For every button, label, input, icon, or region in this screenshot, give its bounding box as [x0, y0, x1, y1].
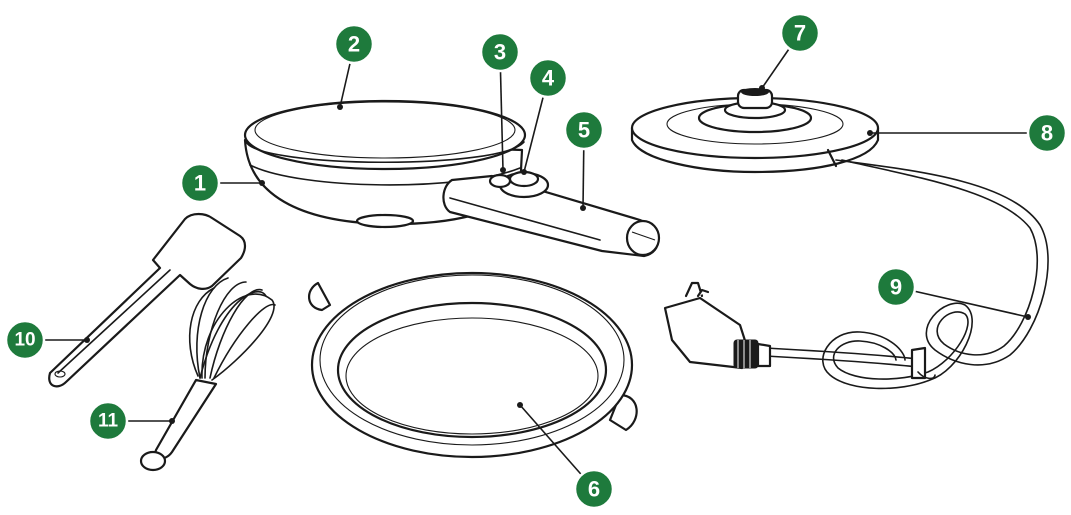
callout-badge-2: 2	[333, 23, 375, 65]
callout-badge-7: 7	[779, 12, 821, 54]
callout-badge-9: 9	[875, 266, 917, 308]
callout-number: 7	[794, 21, 806, 46]
pan-foot	[355, 213, 415, 229]
pan-assembly	[243, 99, 661, 258]
callout-number: 3	[494, 40, 506, 65]
callout-number: 8	[1041, 121, 1053, 146]
indicator-light-shape	[488, 173, 512, 189]
handle-end-cap	[625, 219, 661, 257]
handle-shape	[442, 174, 659, 258]
cord-drawing	[663, 148, 1049, 390]
callout-number: 4	[542, 66, 555, 91]
whisk-drawing	[139, 277, 276, 472]
callout-number: 1	[194, 171, 206, 196]
callout-number: 10	[14, 330, 35, 351]
callout-number: 9	[890, 275, 902, 300]
callout-badge-4: 4	[527, 57, 569, 99]
callout-number: 6	[588, 477, 600, 502]
callout-number: 5	[578, 118, 590, 143]
callout-number: 11	[98, 411, 119, 432]
power-base-drawing	[630, 88, 880, 174]
callout-number: 2	[348, 32, 360, 57]
callout-badge-1: 1	[179, 162, 221, 204]
spatula-drawing	[48, 212, 247, 388]
plate-drawing	[308, 271, 638, 459]
callout-badge-8: 8	[1026, 112, 1068, 154]
callout-badge-10: 10	[4, 319, 46, 361]
callout-badge-6: 6	[573, 468, 615, 510]
callout-badge-3: 3	[479, 31, 521, 73]
callout-badge-11: 11	[87, 400, 129, 442]
lid-shape	[243, 99, 527, 171]
callout-badge-5: 5	[563, 109, 605, 151]
